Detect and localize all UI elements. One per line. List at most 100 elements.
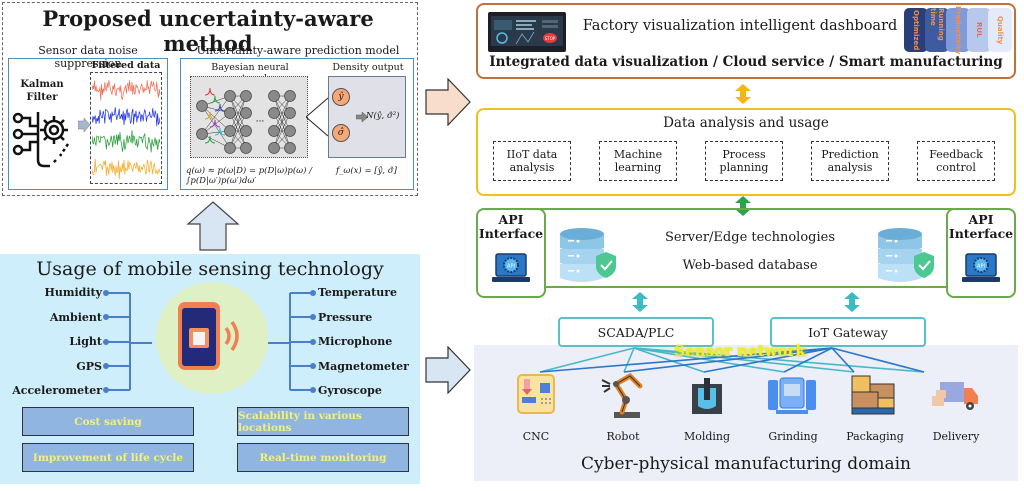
network-node (196, 100, 208, 112)
network-node (284, 107, 296, 119)
sensor-link (703, 347, 833, 373)
machine-label: Packaging (846, 430, 904, 443)
network-node (240, 107, 252, 119)
sensor-label-left: Humidity (44, 286, 102, 299)
delivery-truck-icon (932, 382, 978, 410)
bayesian-network-diagram: ··· (196, 87, 296, 154)
network-node (284, 125, 296, 137)
machine-label: CNC (522, 430, 550, 443)
up-arrow-icon (186, 201, 240, 251)
cnc-machine-icon (517, 374, 555, 414)
tree-node (310, 290, 316, 296)
analysis-item-line1: Prediction (821, 148, 879, 161)
filtered-signals (92, 80, 160, 180)
database-shield-icon (878, 228, 934, 282)
cps-domain-title: Cyber-physical manufacturing domain (581, 454, 911, 474)
metric-layer: Productivity (946, 6, 970, 54)
tree-node (103, 363, 109, 369)
network-node (224, 107, 236, 119)
prediction-model-title: Uncertainty-aware prediction model (196, 44, 400, 57)
analysis-item-line1: Process (722, 148, 766, 161)
server-subtitle: Web-based database (682, 258, 818, 273)
iot-gateway-box: IoT Gateway (770, 317, 926, 347)
api-interface-right (946, 208, 1016, 298)
grinding-machine-icon (768, 377, 816, 414)
api-interface-left (476, 208, 546, 298)
network-node (240, 125, 252, 137)
network-edge (229, 95, 247, 132)
machine-label: Molding (683, 430, 731, 443)
cyber-physical-domain-panel (474, 345, 1018, 481)
network-node (240, 142, 252, 154)
api-badge-label: API (977, 264, 985, 270)
weight-distribution (204, 87, 216, 96)
benefit-cost-saving: Cost saving (22, 407, 194, 436)
network-edge (273, 95, 291, 149)
tree-node (103, 339, 109, 345)
dashboard-subtitle: Integrated data visualization / Cloud se… (489, 54, 1003, 70)
right-arrow-icon (425, 346, 471, 394)
analysis-item-line2: analysis (827, 161, 873, 174)
api-label-line1: API (498, 212, 524, 227)
api-label-line2: Interface (478, 226, 544, 241)
network-edge (201, 105, 231, 149)
network-edge (201, 105, 231, 132)
sensor-link (783, 347, 833, 373)
mobile-sensing-title: Usage of mobile sensing technology (36, 258, 384, 280)
weight-distribution (214, 103, 226, 112)
arrow-right-icon (78, 118, 90, 132)
sensor-link (831, 347, 925, 373)
tree-node (310, 314, 316, 320)
network-edge (229, 112, 247, 149)
sensor-network-lines (539, 347, 925, 373)
tree-node (310, 363, 316, 369)
analysis-item-line2: control (936, 161, 976, 174)
network-edge (201, 95, 231, 135)
method-title: Proposed uncertainty-aware method (42, 6, 374, 56)
network-node (268, 90, 280, 102)
weight-distribution (214, 127, 226, 136)
sigma-hat-node: σ̂ (332, 124, 350, 142)
sensor-link (633, 347, 785, 373)
sensor-link (831, 347, 855, 373)
tree-trunk-right (268, 293, 291, 390)
weight-distribution (209, 95, 221, 104)
machine-label: Grinding (768, 430, 818, 443)
analysis-item-line1: Machine (613, 148, 663, 161)
posterior-formula: q(ω) ≈ p(ω|D) = p(D|ω)p(ω) / ∫p(D|ω′)p(ω… (186, 166, 312, 186)
sensor-link (623, 347, 635, 373)
kalman-filter-icon (12, 112, 70, 168)
molding-machine-icon (692, 378, 722, 414)
weight-distribution (204, 135, 216, 144)
metric-layer: Quality (988, 8, 1012, 52)
kalman-label-line1: Kalman (20, 79, 64, 90)
benefit-scalability: Scalability in various locations (237, 407, 409, 436)
kalman-label-line2: Filter (26, 92, 58, 103)
api-badge-label: API (507, 264, 515, 270)
output-connector-lines (306, 97, 329, 137)
sensor-label-left: Ambient (49, 310, 102, 324)
analysis-item-line1: Feedback (929, 148, 983, 161)
tree-node (103, 290, 109, 296)
tree-node (103, 387, 109, 393)
signal-trace (92, 107, 160, 127)
sensor-link (633, 347, 855, 373)
metric-layer: Optimized (904, 8, 928, 52)
packaging-boxes-icon (851, 375, 895, 415)
network-edge (273, 112, 291, 149)
right-arrow-icon (425, 78, 471, 126)
filtered-data-label: Filtered data (91, 60, 161, 71)
noise-suppression-title: Sensor data noise suppression (38, 44, 138, 70)
weight-distribution (204, 111, 216, 120)
machine-label: Robot (606, 430, 640, 443)
sensor-label-right: Temperature (318, 286, 398, 299)
scada-plc-box: SCADA/PLC (558, 317, 714, 347)
sensor-label-right: Gyroscope (318, 384, 382, 397)
